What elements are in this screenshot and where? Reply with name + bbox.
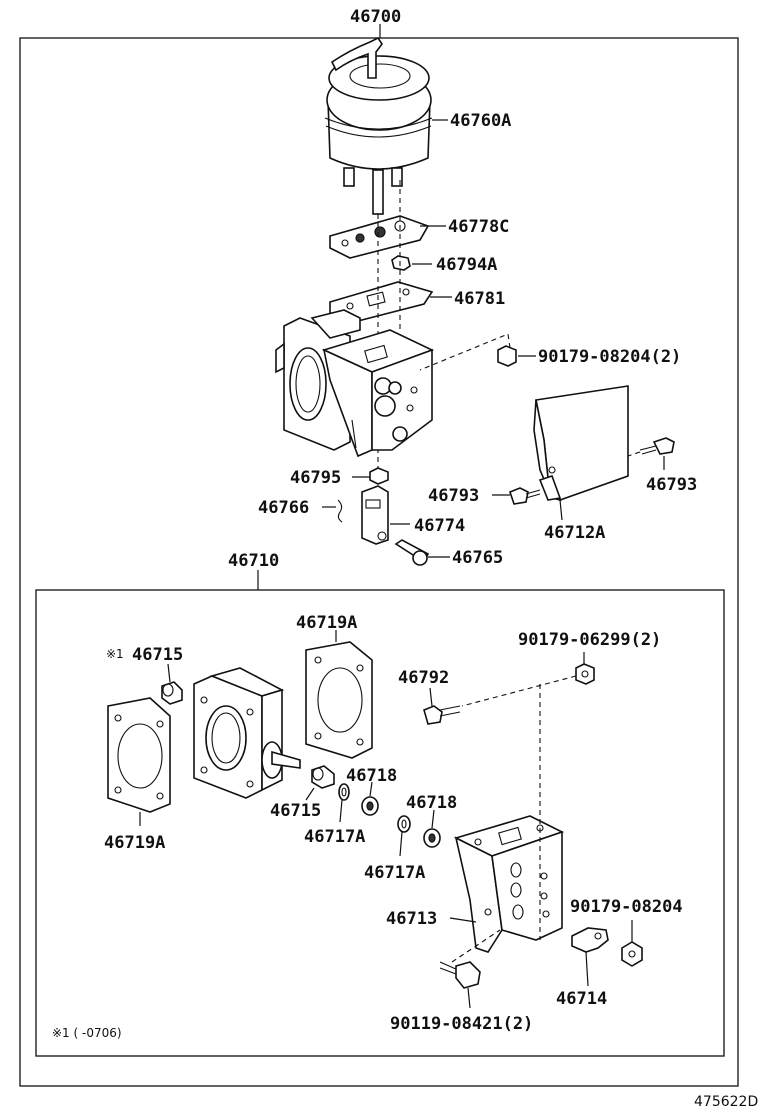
nut-90179-08204-2[interactable] [497,345,517,367]
cover-46712A[interactable] [533,385,629,502]
diagram-code: 475622D [694,1094,758,1110]
label-46760A[interactable]: 46760A [450,111,511,131]
pin-46765[interactable] [394,539,430,566]
label-46766[interactable]: 46766 [258,498,309,518]
lever-46714[interactable] [571,927,609,953]
label-46715-bottom[interactable]: 46715 [270,801,321,821]
seal-46718-left[interactable] [361,796,379,816]
label-46717A-right[interactable]: 46717A [364,863,425,883]
label-90119-08421-2[interactable]: 90119-08421(2) [390,1014,533,1034]
gasket-46719A-bottom[interactable] [107,697,171,813]
bushing-46715-top[interactable] [161,681,183,705]
label-46778C[interactable]: 46778C [448,217,509,237]
plate-46778C[interactable] [329,215,430,259]
label-46717A-left[interactable]: 46717A [304,827,365,847]
bolt-46792[interactable] [423,705,461,725]
label-46713[interactable]: 46713 [386,909,437,929]
label-46710[interactable]: 46710 [228,551,279,571]
label-46792[interactable]: 46792 [398,668,449,688]
nut-90179-08204[interactable] [621,941,643,967]
label-46795[interactable]: 46795 [290,468,341,488]
nut-46794A[interactable] [391,255,411,271]
bolt-90119-08421-2[interactable] [439,961,481,989]
bolt-46793-right[interactable] [639,437,675,455]
bushing-46715-bottom[interactable] [311,765,335,789]
clip-46766[interactable] [337,499,343,523]
assembly-46710-frame [35,589,725,1057]
valve-body-upper[interactable] [275,309,435,458]
label-46718-right[interactable]: 46718 [406,793,457,813]
label-46712A[interactable]: 46712A [544,523,605,543]
throttle-body[interactable] [193,667,301,799]
label-90179-06299-2[interactable]: 90179-06299(2) [518,630,661,650]
seal-46718-right[interactable] [423,828,441,848]
bracket-46713[interactable] [453,815,565,953]
label-46715-top[interactable]: 46715 [132,645,183,665]
label-46714[interactable]: 46714 [556,989,607,1009]
label-46793-left[interactable]: 46793 [428,486,479,506]
nut-90179-06299-2[interactable] [575,663,595,685]
footnote: ※1 ( -0706) [52,1026,122,1040]
label-46781[interactable]: 46781 [454,289,505,309]
label-46719A-bottom[interactable]: 46719A [104,833,165,853]
bolt-46793-left[interactable] [509,487,541,505]
assembly-46700-frame [19,37,739,1087]
label-46794A[interactable]: 46794A [436,255,497,275]
label-46774[interactable]: 46774 [414,516,465,536]
gasket-46719A-top[interactable] [305,641,373,759]
washer-46717A-right[interactable] [397,815,411,833]
label-90179-08204-2[interactable]: 90179-08204(2) [538,347,681,367]
washer-46717A-left[interactable] [338,783,350,801]
label-46718-left[interactable]: 46718 [346,766,397,786]
label-46793-right[interactable]: 46793 [646,475,697,495]
label-46700[interactable]: 46700 [350,7,401,27]
actuator-46760A[interactable] [324,36,433,215]
note-marker-1: ※1 [106,647,124,661]
label-90179-08204[interactable]: 90179-08204 [570,897,683,917]
label-46765[interactable]: 46765 [452,548,503,568]
nut-46795[interactable] [369,467,389,485]
label-46719A-top[interactable]: 46719A [296,613,357,633]
lever-46774[interactable] [361,485,389,545]
